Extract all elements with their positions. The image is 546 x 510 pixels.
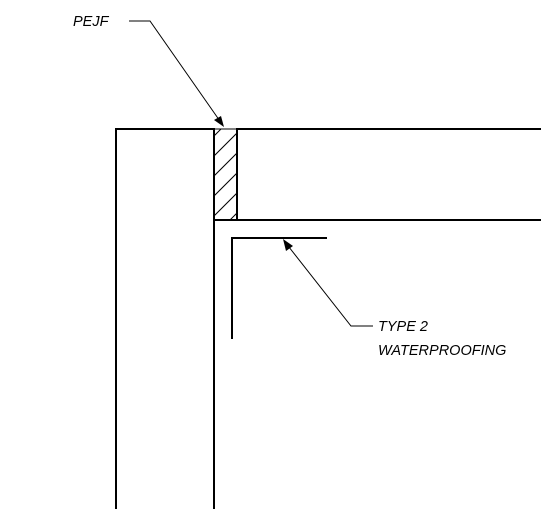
pejf-callout: PEJF <box>73 14 224 127</box>
pejf-label: PEJF <box>73 14 110 30</box>
pejf-joint-filler <box>213 128 238 221</box>
waterproofing-label-line-1: TYPE 2 <box>378 319 428 335</box>
waterproofing-leader-line <box>284 241 373 327</box>
pejf-arrowhead <box>214 116 224 127</box>
pejf-outline <box>213 128 238 221</box>
waterproofing-membrane <box>231 237 327 339</box>
structure-outline <box>115 128 541 509</box>
waterproofing-callout: TYPE 2 WATERPROOFING <box>283 239 506 359</box>
pejf-hatching <box>214 129 237 220</box>
waterproofing-arrowhead <box>283 239 293 251</box>
slab-bottom-face <box>236 128 541 221</box>
wall-outer-face <box>115 128 215 509</box>
waterproofing-label-line-2: WATERPROOFING <box>378 343 506 359</box>
pejf-leader-line <box>129 20 223 125</box>
